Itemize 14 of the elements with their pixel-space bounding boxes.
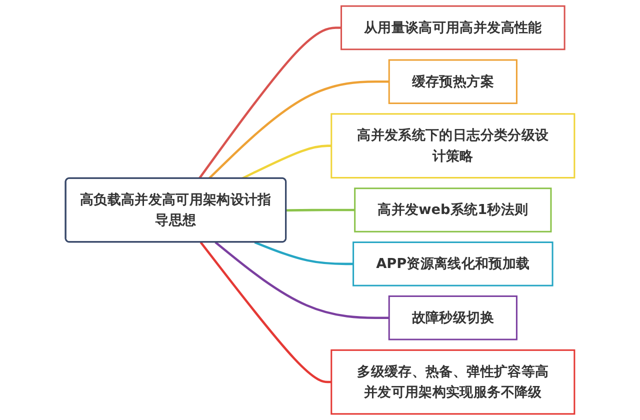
node-box: 故障秒级切换 bbox=[388, 295, 518, 340]
node-box: APP资源离线化和预加载 bbox=[352, 242, 554, 286]
connector bbox=[254, 241, 354, 266]
node-box: 多级缓存、热备、弹性扩容等高并发可用架构实现服务不降级 bbox=[330, 349, 576, 415]
connector bbox=[208, 80, 390, 180]
connector bbox=[214, 241, 390, 319]
node-box: 从用量谈高可用高并发高性能 bbox=[340, 5, 566, 50]
node-box: 高并发web系统1秒法则 bbox=[354, 188, 552, 232]
node-box: 高并发系统下的日志分类分级设计策略 bbox=[330, 113, 576, 178]
connector bbox=[286, 208, 355, 212]
connector bbox=[242, 144, 332, 180]
connector bbox=[198, 26, 342, 180]
connector bbox=[200, 242, 332, 384]
node-box: 缓存预热方案 bbox=[388, 59, 518, 104]
